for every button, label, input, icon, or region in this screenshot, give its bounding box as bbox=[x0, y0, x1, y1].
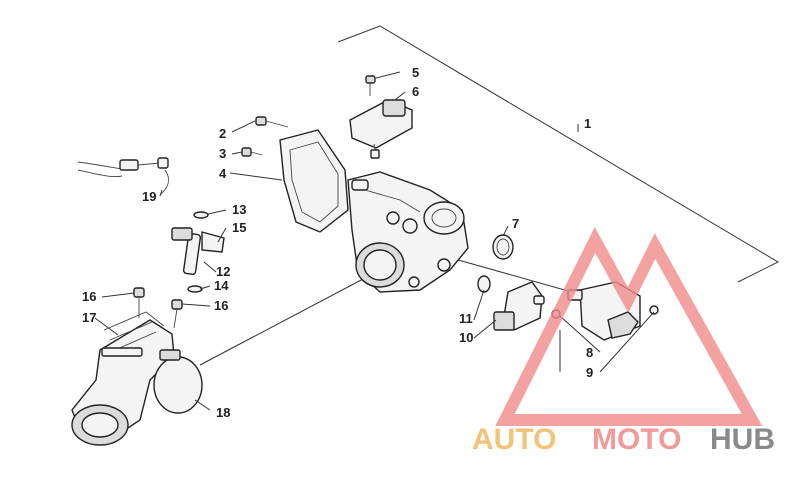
hose-clamp bbox=[153, 349, 203, 414]
callout-labels: 1 2 3 4 5 6 7 8 9 10 11 12 13 14 15 16 1… bbox=[82, 65, 593, 420]
fuel-injector bbox=[171, 211, 225, 293]
callout-10: 10 bbox=[459, 330, 473, 345]
watermark-triangle bbox=[495, 227, 763, 426]
callout-3: 3 bbox=[219, 146, 226, 161]
callout-5: 5 bbox=[412, 65, 419, 80]
callout-14: 14 bbox=[214, 278, 229, 293]
callout-18: 18 bbox=[216, 405, 230, 420]
callout-4: 4 bbox=[219, 166, 227, 181]
bolt-3 bbox=[241, 147, 263, 157]
bolt-16a bbox=[133, 287, 145, 318]
screw-5 bbox=[365, 75, 376, 96]
watermark-hub: HUB bbox=[710, 423, 775, 456]
callout-9: 9 bbox=[586, 365, 593, 380]
callout-7: 7 bbox=[512, 216, 519, 231]
callout-2: 2 bbox=[219, 126, 226, 141]
throttle-body bbox=[347, 171, 469, 293]
throttle-cable bbox=[77, 157, 170, 196]
watermark-moto: MOTO bbox=[592, 423, 681, 456]
callout-19: 19 bbox=[142, 189, 156, 204]
automotohub-watermark: AUTO MOTO HUB bbox=[472, 227, 775, 456]
callout-15: 15 bbox=[232, 220, 246, 235]
callout-6: 6 bbox=[412, 84, 419, 99]
callout-11: 11 bbox=[459, 311, 473, 326]
sensor-10 bbox=[493, 281, 545, 331]
throttle-gasket bbox=[279, 129, 349, 233]
intake-boot bbox=[71, 311, 175, 446]
bolt-2 bbox=[255, 116, 289, 128]
callout-13: 13 bbox=[232, 202, 246, 217]
tps-sensor bbox=[349, 99, 413, 159]
callout-1-bracket bbox=[337, 25, 780, 283]
o-ring-11 bbox=[477, 275, 491, 293]
bolt-16b bbox=[171, 299, 183, 329]
callout-12: 12 bbox=[216, 264, 230, 279]
callout-17: 17 bbox=[82, 310, 96, 325]
callout-16-right: 16 bbox=[214, 298, 228, 313]
guide-line-boot bbox=[199, 277, 366, 366]
o-ring-7 bbox=[492, 234, 514, 260]
callout-8: 8 bbox=[586, 345, 593, 360]
callout-1: 1 bbox=[584, 116, 591, 131]
watermark-auto: AUTO bbox=[472, 423, 556, 456]
leader-lines bbox=[94, 71, 655, 411]
callout-16-left: 16 bbox=[82, 289, 96, 304]
